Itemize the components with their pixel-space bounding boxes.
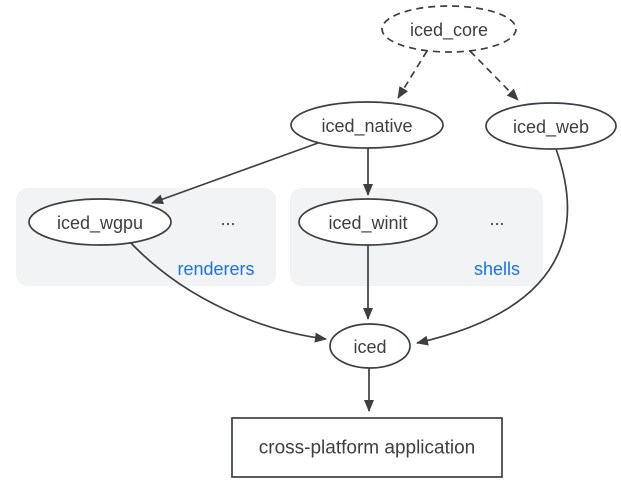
node-cross-platform-application-label: cross-platform application: [259, 438, 475, 459]
node-cross-platform-application: cross-platform application: [231, 417, 503, 478]
node-iced-core: iced_core: [381, 5, 517, 53]
node-iced-winit-label: iced_winit: [328, 213, 407, 234]
group-shells-label: shells: [474, 259, 520, 279]
node-iced: iced: [329, 323, 411, 369]
edge-iced-core-to-iced-native: [397, 50, 428, 99]
node-iced-native: iced_native: [290, 101, 444, 149]
node-iced-web: iced_web: [485, 102, 617, 150]
node-iced-wgpu: iced_wgpu: [28, 198, 172, 246]
edge-iced-core-to-iced-web: [469, 50, 519, 101]
node-iced-core-label: iced_core: [410, 20, 488, 41]
node-iced-winit: iced_winit: [298, 198, 438, 246]
edge-iced-web-to-iced: [416, 148, 569, 346]
node-iced-native-label: iced_native: [321, 116, 412, 137]
group-shells-ellipsis: ...: [489, 209, 504, 229]
node-iced-label: iced: [353, 337, 386, 357]
edge-iced-wgpu-to-iced: [129, 241, 327, 343]
group-renderers-label: renderers: [177, 259, 254, 279]
node-iced-web-label: iced_web: [513, 117, 589, 138]
group-renderers-ellipsis: ...: [220, 209, 235, 229]
node-iced-wgpu-label: iced_wgpu: [57, 213, 143, 234]
edge-iced-native-to-iced-wgpu: [151, 142, 319, 204]
